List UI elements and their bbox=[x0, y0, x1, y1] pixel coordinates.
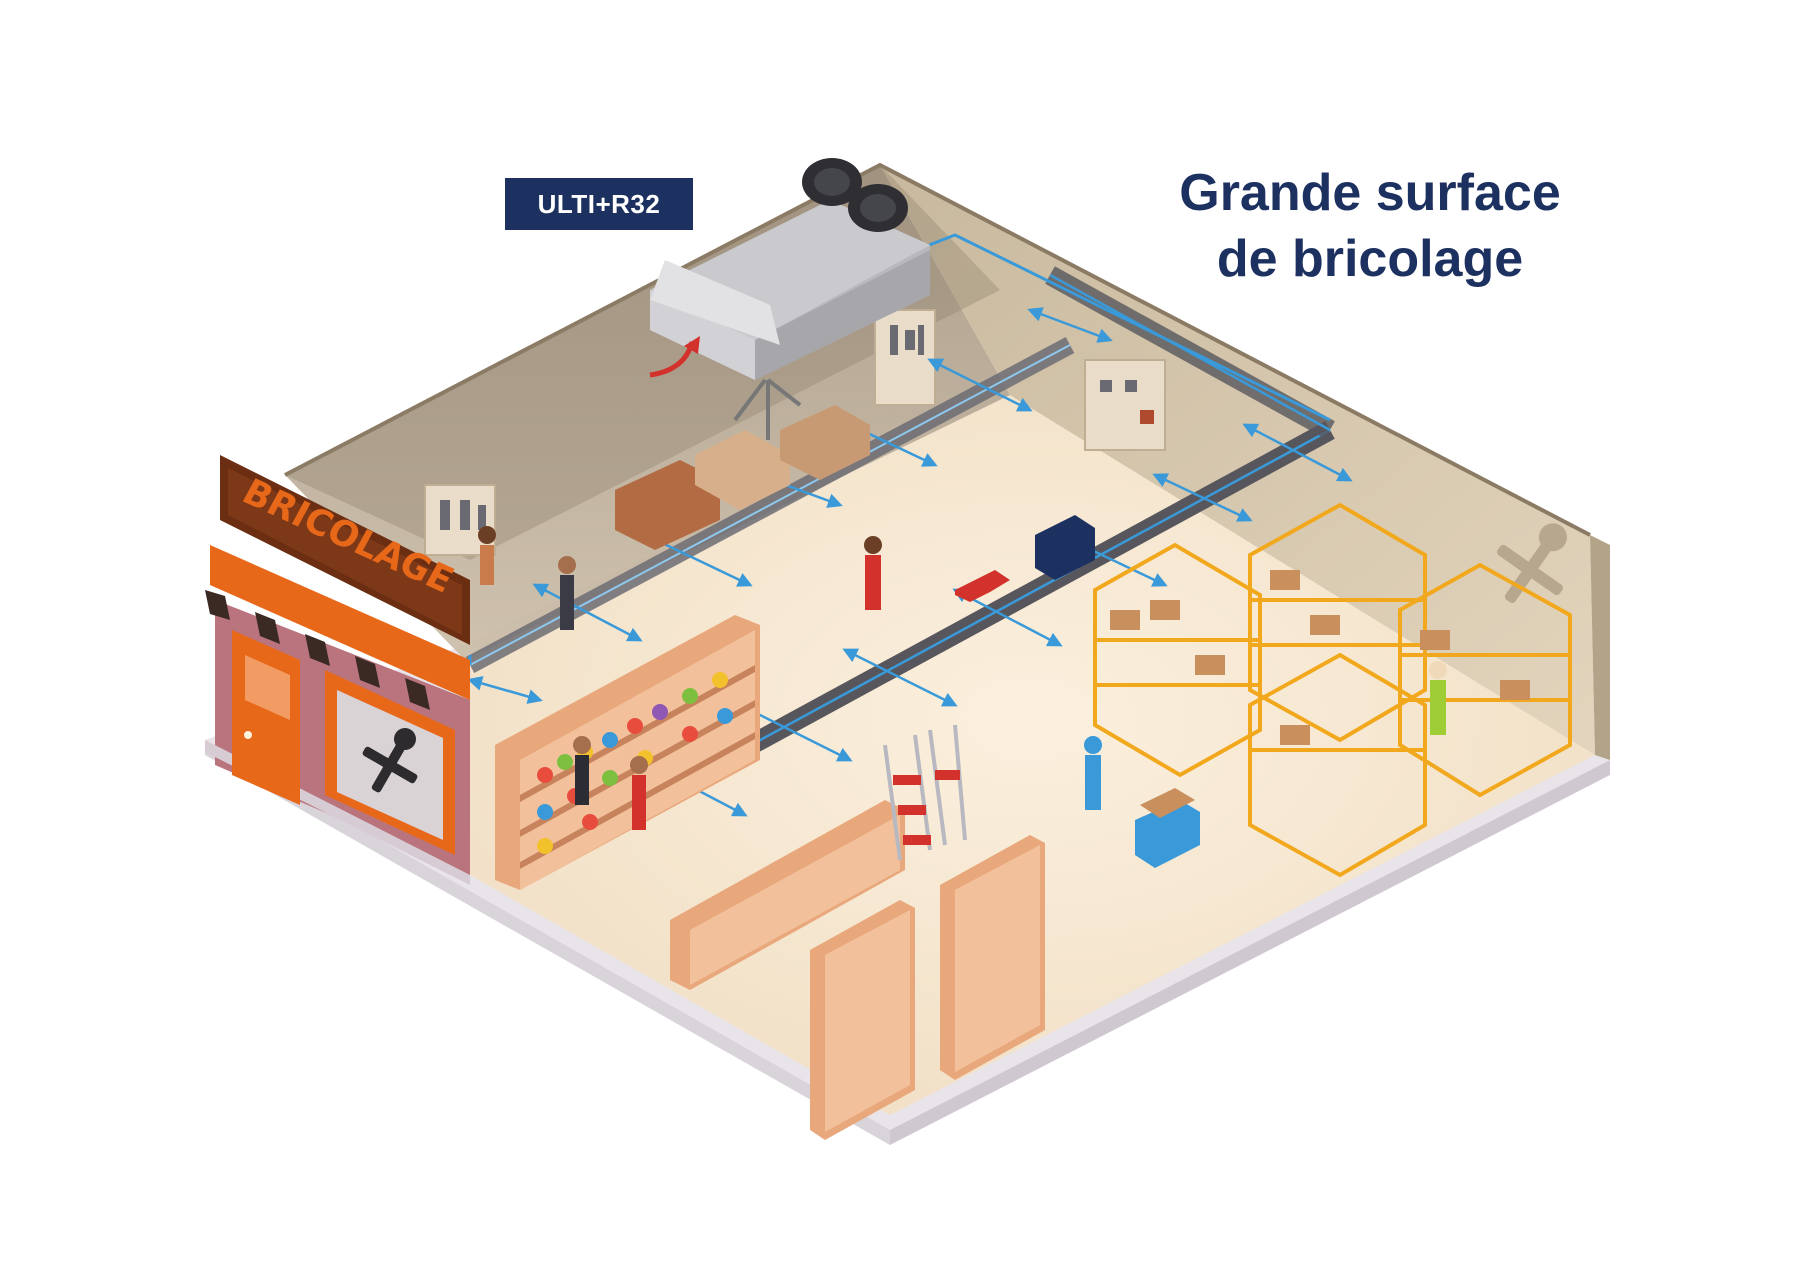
stepladder bbox=[883, 724, 967, 861]
title-line-2: de bricolage bbox=[1216, 230, 1524, 288]
unit-label-badge: ULTI+R32 bbox=[505, 178, 693, 230]
storage-racks bbox=[1093, 502, 1572, 878]
pallet-jack bbox=[1135, 788, 1200, 868]
people bbox=[478, 526, 1447, 830]
wrench-screwdriver-icon bbox=[362, 728, 418, 793]
title-line-1: Grande surface bbox=[1179, 164, 1561, 222]
fan-icon bbox=[802, 158, 908, 232]
wall-tool-boards bbox=[424, 309, 1166, 556]
pallet-stock bbox=[615, 405, 870, 550]
ulti-r32-rooftop-unit bbox=[649, 158, 930, 440]
diagram-title: Grande surface de bricolage bbox=[1100, 160, 1640, 292]
toolbox bbox=[955, 515, 1095, 602]
